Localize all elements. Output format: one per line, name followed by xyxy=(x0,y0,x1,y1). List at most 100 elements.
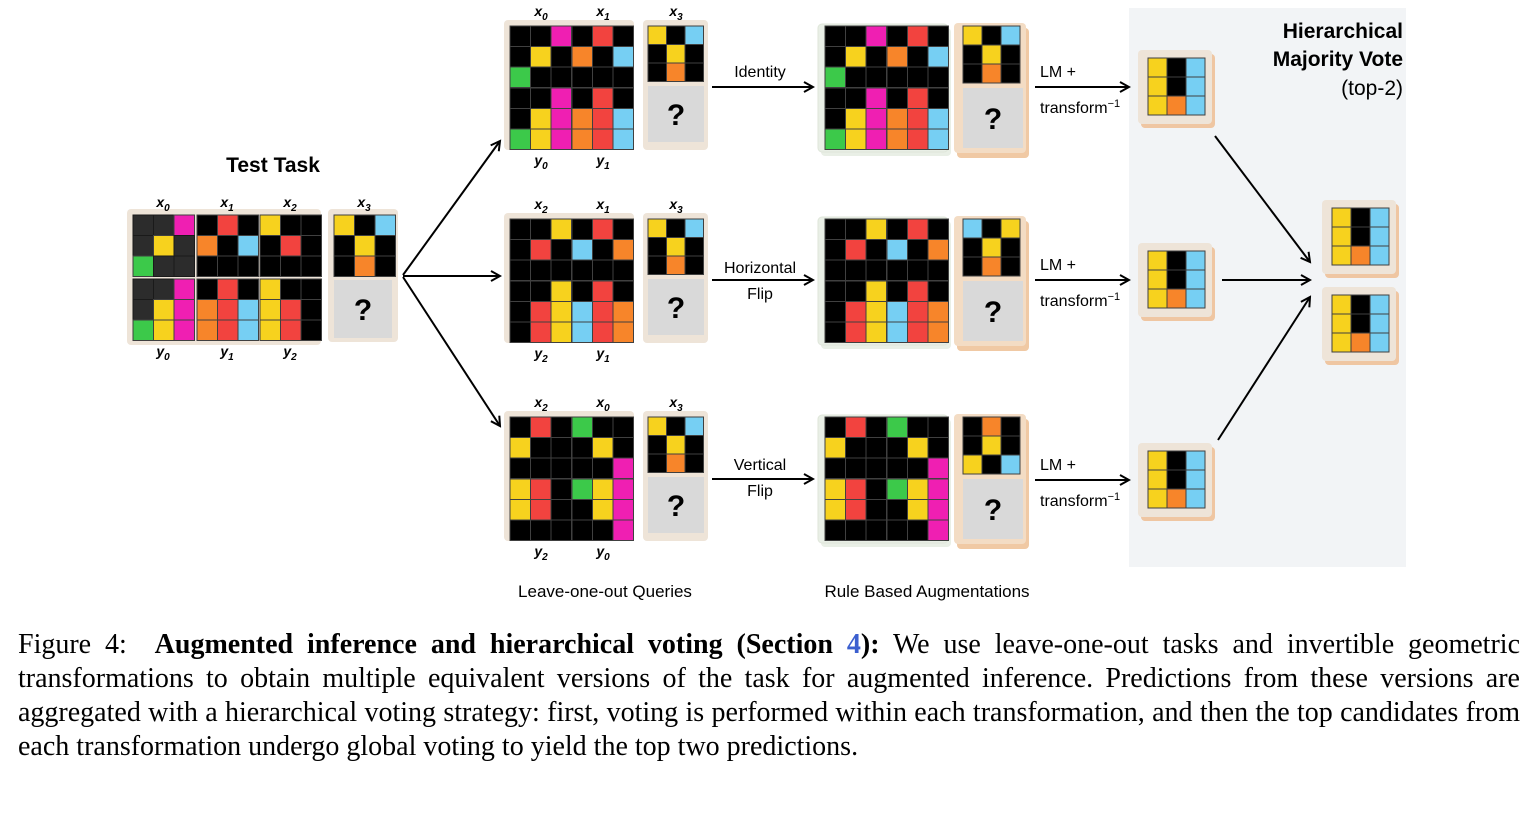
grid-cell xyxy=(571,66,593,88)
grid-cell xyxy=(571,218,593,240)
grid-cell xyxy=(845,478,867,500)
grid-cell xyxy=(592,499,614,521)
grid-cell xyxy=(647,62,667,82)
grid-cell xyxy=(196,319,218,341)
grid-cell xyxy=(280,278,302,300)
vertical-flip-label: Flip xyxy=(747,483,773,500)
grid-cell xyxy=(571,280,593,302)
grid-cell xyxy=(845,416,867,438)
horizontal-aug-query-unknown xyxy=(963,281,1023,341)
grid-cell xyxy=(962,44,983,65)
grid-cell xyxy=(1000,237,1021,258)
grid-cell xyxy=(530,87,552,109)
grid-cell xyxy=(927,108,949,130)
grid-cell xyxy=(1350,226,1371,247)
grid-cell xyxy=(1185,450,1206,471)
grid-cell xyxy=(666,416,686,436)
grid-cell xyxy=(907,218,929,240)
grid-cell xyxy=(886,416,908,438)
grid-cell xyxy=(300,278,322,300)
question-mark: ? xyxy=(984,296,1002,329)
grid-cell xyxy=(1147,269,1168,290)
grid-cell xyxy=(907,499,929,521)
grid-cell xyxy=(666,25,686,45)
grid-cell xyxy=(571,321,593,343)
final-prediction-1-grid xyxy=(1331,207,1390,266)
grid-cell xyxy=(196,255,218,277)
grid-cell xyxy=(530,239,552,261)
grid-cell xyxy=(647,237,667,257)
grid-cell xyxy=(300,255,322,277)
grid-cell xyxy=(571,259,593,281)
grid-cell xyxy=(907,437,929,459)
identity-grid-query xyxy=(647,25,704,82)
grid-cell xyxy=(907,259,929,281)
grid-cell xyxy=(824,321,846,343)
test-grid-y2 xyxy=(259,278,322,341)
identity-label-query: x3 xyxy=(668,3,683,23)
diagram-content: ?x0y0x1y1x2y2x3?x0y0x1y1x3??x2y2x1y1x3??… xyxy=(127,3,1399,563)
grid-cell xyxy=(259,235,281,257)
grid-cell xyxy=(1185,250,1206,271)
grid-cell xyxy=(280,319,302,341)
grid-cell xyxy=(333,214,355,236)
grid-cell xyxy=(612,218,634,240)
grid-cell xyxy=(1185,469,1206,490)
grid-cell xyxy=(865,66,887,88)
grid-cell xyxy=(612,259,634,281)
grid-cell xyxy=(927,218,949,240)
grid-cell xyxy=(1000,63,1021,84)
grid-cell xyxy=(571,416,593,438)
grid-cell xyxy=(237,214,259,236)
grid-cell xyxy=(217,255,239,277)
grid-cell xyxy=(196,299,218,321)
grid-cell xyxy=(509,499,531,521)
grid-cell xyxy=(907,46,929,68)
vertical-grid-query xyxy=(647,416,704,473)
grid-cell xyxy=(886,457,908,479)
grid-cell xyxy=(1166,57,1187,78)
grid-cell xyxy=(571,478,593,500)
grid-cell xyxy=(1369,207,1390,228)
grid-cell xyxy=(592,478,614,500)
grid-cell xyxy=(684,237,704,257)
horizontal-label-x0: x2 xyxy=(533,196,548,216)
grid-cell xyxy=(981,454,1002,475)
grid-cell xyxy=(550,128,572,150)
grid-cell xyxy=(571,301,593,323)
grid-cell xyxy=(1000,25,1021,46)
grid-cell xyxy=(333,235,355,257)
grid-cell xyxy=(571,128,593,150)
grid-cell xyxy=(509,25,531,47)
grid-cell xyxy=(550,478,572,500)
grid-cell xyxy=(886,321,908,343)
grid-cell xyxy=(907,25,929,47)
test-label-x1: x1 xyxy=(219,194,234,214)
grid-cell xyxy=(962,256,983,277)
grid-cell xyxy=(612,280,634,302)
test-label-y1: y1 xyxy=(219,343,234,363)
grid-cell xyxy=(907,416,929,438)
grid-cell xyxy=(1166,76,1187,97)
grid-cell xyxy=(592,519,614,541)
grid-cell xyxy=(509,457,531,479)
grid-cell xyxy=(237,235,259,257)
grid-cell xyxy=(865,457,887,479)
grid-cell xyxy=(981,44,1002,65)
grid-cell xyxy=(1166,288,1187,309)
grid-cell xyxy=(1331,245,1352,266)
grid-cell xyxy=(530,416,552,438)
vertical-aug-grid-a-output xyxy=(824,478,887,541)
grid-cell xyxy=(509,239,531,261)
identity-aug-grid-a-output xyxy=(824,87,887,150)
test-grid-y0 xyxy=(132,278,195,341)
grid-cell xyxy=(647,435,667,455)
grid-cell xyxy=(509,46,531,68)
grid-cell xyxy=(1166,469,1187,490)
grid-cell xyxy=(509,218,531,240)
grid-cell xyxy=(1166,269,1187,290)
grid-cell xyxy=(571,239,593,261)
grid-cell xyxy=(592,280,614,302)
grid-cell xyxy=(824,25,846,47)
horizontal-label-query: x3 xyxy=(668,196,683,216)
